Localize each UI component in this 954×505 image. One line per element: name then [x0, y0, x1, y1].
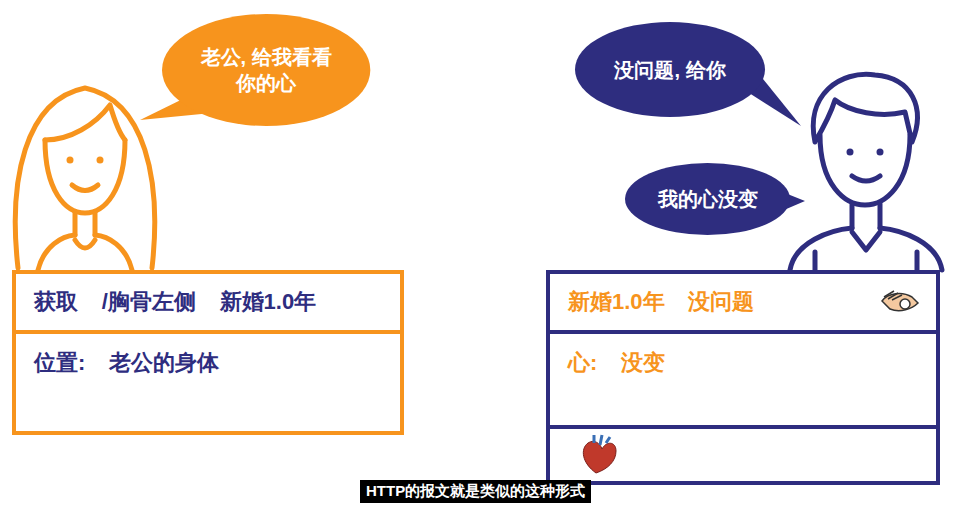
speech-text: 没问题, 给你: [614, 57, 725, 83]
subtitle-caption: HTTP的报文就是类似的这种形式: [360, 480, 591, 503]
speech-text: 老公, 给我看看你的心: [191, 44, 341, 96]
speech-bubble: 我的心没变: [625, 163, 790, 235]
woman-eye: [67, 157, 74, 164]
man-eye: [847, 149, 854, 156]
header-line: 心: 没变: [568, 348, 665, 378]
man-figure: [790, 74, 942, 270]
speech-bubble: 老公, 给我看看你的心: [162, 14, 370, 126]
ok-hand-icon: [878, 287, 922, 317]
woman-eye: [97, 157, 104, 164]
message-box: 新婚1.0年 没问题心: 没变: [546, 270, 940, 485]
man-eye: [877, 149, 884, 156]
woman-figure: [15, 88, 154, 270]
bubble-outline: [162, 14, 370, 126]
header-line: 位置: 老公的身体: [34, 348, 219, 378]
speech-text: 我的心没变: [658, 186, 758, 212]
message-box: 获取 /胸骨左侧 新婚1.0年位置: 老公的身体: [12, 270, 404, 435]
start-line: 获取 /胸骨左侧 新婚1.0年: [34, 287, 316, 317]
heart-icon: [578, 433, 620, 477]
heart-icon: [583, 435, 616, 473]
start-line: 新婚1.0年 没问题: [568, 287, 754, 317]
speech-bubble: 没问题, 给你: [575, 22, 765, 117]
ok-hand-icon: [882, 291, 918, 311]
